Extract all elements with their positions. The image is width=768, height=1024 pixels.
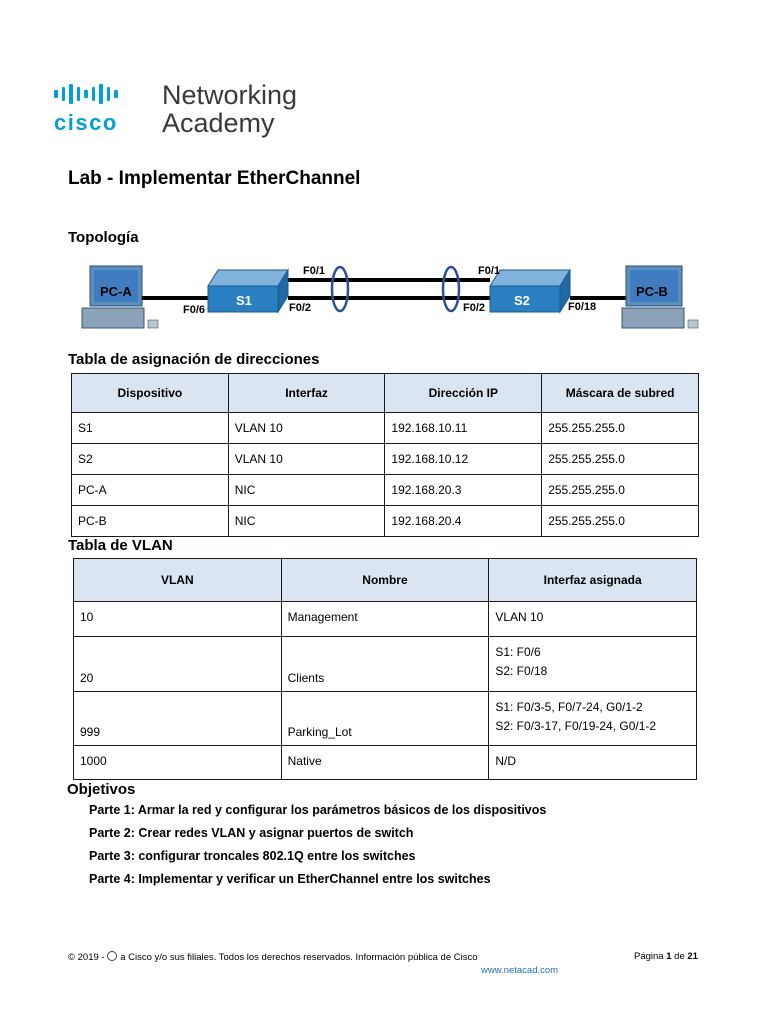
table-cell: 192.168.10.11 — [384, 412, 543, 444]
brand-line-academy: Academy — [162, 108, 275, 138]
page-title: Lab - Implementar EtherChannel — [68, 168, 361, 189]
pc-a-label: PC-A — [100, 284, 132, 299]
table-cell: PC-A — [71, 474, 229, 506]
page-prefix: Página — [634, 951, 667, 962]
port-label-s2-f018: F0/18 — [568, 301, 596, 313]
vlan-header-row: VLAN Nombre Interfaz asignada — [73, 558, 697, 602]
table-cell: VLAN 10 — [227, 412, 386, 444]
iface-line: S1: F0/6 — [495, 645, 541, 659]
page-number: Página 1 de 21 — [634, 951, 698, 962]
pc-b-label: PC-B — [636, 284, 668, 299]
table-cell: NIC — [227, 474, 386, 506]
table-cell: NIC — [227, 505, 386, 537]
addressing-table: Dispositivo Interfaz Dirección IP Máscar… — [71, 373, 699, 537]
column-header: Dispositivo — [71, 373, 229, 413]
networking-academy-logo: cisco Networking Academy — [52, 80, 312, 142]
cisco-small-logo-icon — [107, 951, 118, 961]
table-cell: PC-B — [71, 505, 229, 537]
table-row: PC-B NIC 192.168.20.4 255.255.255.0 — [71, 505, 699, 537]
pc-b-icon — [621, 265, 699, 329]
table-cell: 255.255.255.0 — [541, 474, 699, 506]
table-row: 10 Management VLAN 10 — [73, 601, 697, 637]
table-cell: VLAN 10 — [227, 443, 386, 475]
switch-s1-icon — [207, 268, 289, 314]
s1-label: S1 — [236, 293, 252, 308]
table-row: PC-A NIC 192.168.20.3 255.255.255.0 — [71, 474, 699, 506]
etherchannel-oval-right — [441, 265, 461, 313]
port-label-s1-f01: F0/1 — [303, 265, 325, 277]
etherchannel-oval-left — [330, 265, 350, 313]
copyright-text: a Cisco y/o sus filiales. Todos los dere… — [120, 952, 478, 963]
iface-line: S2: F0/18 — [495, 664, 548, 678]
table-cell: S2 — [71, 443, 229, 475]
port-label-s1-f02: F0/2 — [289, 302, 311, 314]
table-cell: 192.168.10.12 — [384, 443, 543, 475]
table-cell: 1000 — [73, 745, 282, 780]
table-cell: Management — [280, 601, 490, 637]
topology-diagram: PC-A S1 S2 PC-B F0/6 F0/1 F0/2 F0/1 F0/2… — [81, 265, 699, 329]
switch-s2-icon — [489, 268, 571, 314]
table-cell: 255.255.255.0 — [541, 443, 699, 475]
s2-label: S2 — [514, 293, 530, 308]
table-cell: 20 — [73, 636, 282, 692]
page-total: 21 — [687, 951, 698, 962]
topology-heading: Topología — [68, 229, 139, 246]
iface-line: S2: F0/3-17, F0/19-24, G0/1-2 — [495, 719, 657, 733]
column-header: Máscara de subred — [541, 373, 699, 413]
port-label-s1-f06: F0/6 — [183, 304, 205, 316]
cisco-wordmark: cisco — [54, 110, 118, 135]
vlan-heading: Tabla de VLAN — [68, 537, 173, 554]
copyright-prefix: © 2019 - — [68, 952, 108, 963]
table-row: S2 VLAN 10 192.168.10.12 255.255.255.0 — [71, 443, 699, 475]
pc-a-icon — [81, 265, 159, 329]
table-row: 999 Parking_Lot S1: F0/3-5, F0/7-24, G0/… — [73, 691, 697, 746]
table-cell: N/D — [488, 745, 697, 780]
table-row: 1000 Native N/D — [73, 745, 697, 780]
column-header: Interfaz — [227, 373, 386, 413]
table-cell: 999 — [73, 691, 282, 746]
table-row: S1 VLAN 10 192.168.10.11 255.255.255.0 — [71, 412, 699, 444]
table-cell: Native — [280, 745, 490, 780]
table-cell: 192.168.20.4 — [384, 505, 543, 537]
footer-copyright: © 2019 - a Cisco y/o sus filiales. Todos… — [68, 951, 478, 963]
page-current: 1 — [666, 951, 672, 962]
addressing-heading: Tabla de asignación de direcciones — [68, 351, 320, 368]
objectives-heading: Objetivos — [67, 781, 136, 798]
addressing-header-row: Dispositivo Interfaz Dirección IP Máscar… — [71, 373, 699, 413]
table-cell: VLAN 10 — [488, 601, 697, 637]
table-row: 20 Clients S1: F0/6 S2: F0/18 — [73, 636, 697, 692]
vlan-table: VLAN Nombre Interfaz asignada 10 Managem… — [73, 558, 697, 780]
table-cell: Parking_Lot — [280, 691, 490, 746]
objective-item: Parte 1: Armar la red y configurar los p… — [89, 803, 547, 817]
table-cell: 192.168.20.3 — [384, 474, 543, 506]
objective-item: Parte 2: Crear redes VLAN y asignar puer… — [89, 826, 414, 840]
column-header: Interfaz asignada — [488, 558, 697, 602]
iface-line: S1: F0/3-5, F0/7-24, G0/1-2 — [495, 700, 643, 714]
cisco-bars-icon — [54, 84, 122, 104]
table-cell: S1: F0/6 S2: F0/18 — [488, 636, 697, 692]
port-label-s2-f02: F0/2 — [463, 302, 485, 314]
objective-item: Parte 3: configurar troncales 802.1Q ent… — [89, 849, 416, 863]
column-header: VLAN — [73, 558, 282, 602]
netacad-link[interactable]: www.netacad.com — [481, 965, 559, 976]
objective-item: Parte 4: Implementar y verificar un Ethe… — [89, 872, 491, 886]
table-cell: S1: F0/3-5, F0/7-24, G0/1-2 S2: F0/3-17,… — [488, 691, 697, 746]
brand-line-networking: Networking — [162, 80, 298, 110]
port-label-s2-f01: F0/1 — [478, 265, 500, 277]
table-cell: Clients — [280, 636, 490, 692]
table-cell: 255.255.255.0 — [541, 505, 699, 537]
table-cell: 255.255.255.0 — [541, 412, 699, 444]
column-header: Dirección IP — [384, 373, 543, 413]
table-cell: S1 — [71, 412, 229, 444]
column-header: Nombre — [280, 558, 490, 602]
page-mid: de — [671, 951, 688, 962]
table-cell: 10 — [73, 601, 282, 637]
